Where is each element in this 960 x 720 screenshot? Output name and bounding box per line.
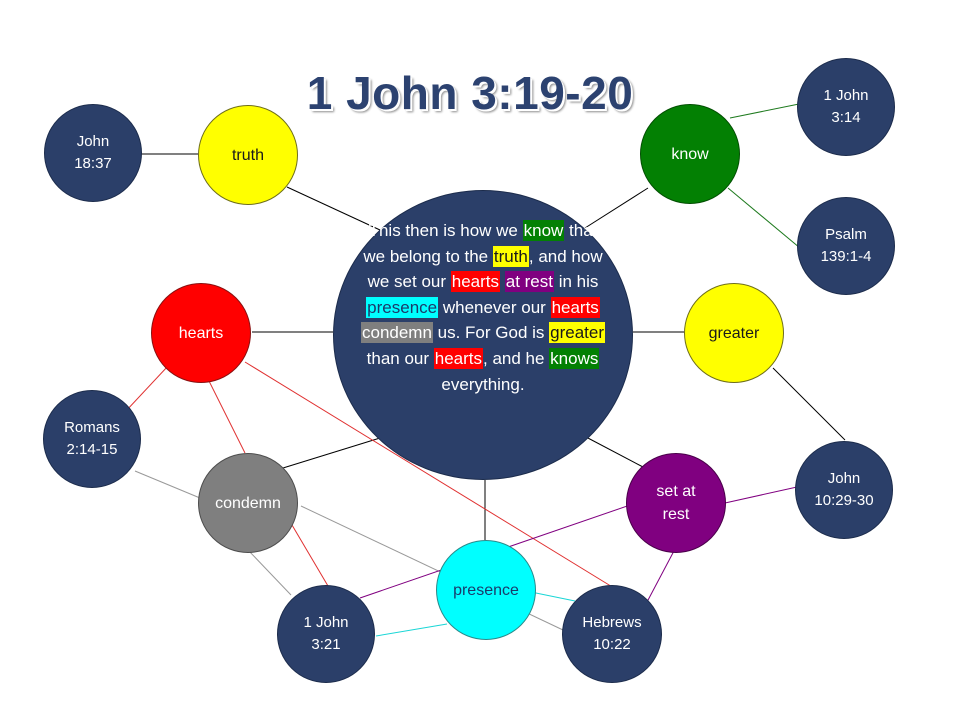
keyword-label: know bbox=[671, 145, 709, 163]
keyword-node-condemn: condemn bbox=[198, 453, 298, 553]
highlight-greater: greater bbox=[549, 322, 605, 344]
ref-node-hebrews-10: Hebrews 10:22 bbox=[562, 585, 662, 683]
keyword-node-truth: truth bbox=[198, 105, 298, 205]
edge-condemn-1john-3-21 bbox=[291, 524, 329, 587]
edge-greater-john-10 bbox=[772, 367, 846, 441]
passage-segment: in his bbox=[553, 272, 599, 292]
keyword-label: set at rest bbox=[656, 483, 696, 523]
passage-segment: us. For God is bbox=[432, 323, 550, 343]
highlight-know: knows bbox=[549, 347, 600, 369]
ref-node-john-18-37: John 18:37 bbox=[44, 104, 142, 202]
edge-rest-hebrews bbox=[646, 548, 676, 603]
passage-segment: that we belong to the bbox=[363, 221, 598, 266]
highlight-condemn: condemn bbox=[360, 322, 433, 344]
edge-center-truth bbox=[286, 186, 381, 231]
edge-presence-1john-3-21 bbox=[375, 623, 448, 637]
edge-hearts-condemn bbox=[205, 374, 246, 454]
ref-label: John 10:29-30 bbox=[814, 470, 874, 509]
keyword-label: presence bbox=[453, 581, 519, 599]
edge-hearts-hebrews bbox=[244, 361, 615, 589]
edge-center-know bbox=[584, 187, 649, 229]
keyword-node-hearts: hearts bbox=[151, 283, 251, 383]
edge-hearts-romans bbox=[124, 365, 169, 413]
passage-text: This then is how we know that we belong … bbox=[358, 218, 608, 397]
edge-center-rest bbox=[585, 436, 644, 468]
passage-segment: than our bbox=[366, 348, 434, 368]
highlight-know: know bbox=[522, 220, 565, 241]
keyword-label: hearts bbox=[178, 324, 224, 342]
ref-label: 1 John 3:21 bbox=[303, 614, 349, 653]
keyword-node-greater: greater bbox=[684, 283, 784, 383]
edge-know-1john-3-14 bbox=[729, 103, 800, 119]
ref-label: Hebrews 10:22 bbox=[582, 614, 642, 653]
edge-center-condemn bbox=[282, 437, 381, 469]
passage-segment: , and he bbox=[483, 348, 550, 368]
highlight-presence: presence bbox=[366, 296, 439, 318]
edge-romans-condemn bbox=[134, 470, 201, 499]
edge-know-psalm bbox=[727, 187, 801, 249]
passage-segment: whenever our bbox=[438, 297, 551, 317]
ref-node-romans-2: Romans 2:14-15 bbox=[43, 390, 141, 488]
highlight-rest: at rest bbox=[504, 271, 554, 293]
passage-segment: This then is how we bbox=[368, 221, 523, 240]
keyword-node-set-at-rest: set at rest bbox=[626, 453, 726, 553]
highlight-hearts: hearts bbox=[550, 296, 600, 318]
ref-node-john-10: John 10:29-30 bbox=[795, 441, 893, 539]
edge-condemn-1john-3-21-gray bbox=[247, 549, 292, 596]
ref-node-psalm-139: Psalm 139:1-4 bbox=[797, 197, 895, 295]
ref-node-1john-3-21: 1 John 3:21 bbox=[277, 585, 375, 683]
ref-node-1john-3-14: 1 John 3:14 bbox=[797, 58, 895, 156]
passage-segment: , and how we set our bbox=[367, 246, 603, 292]
edge-rest-john-10 bbox=[724, 486, 798, 504]
keyword-label: truth bbox=[231, 146, 264, 164]
highlight-hearts: hearts bbox=[433, 347, 483, 369]
ref-label: 1 John 3:14 bbox=[823, 87, 869, 126]
highlight-hearts: hearts bbox=[450, 271, 500, 293]
keyword-node-know: know bbox=[640, 104, 740, 204]
diagram-title: 1 John 3:19-20 bbox=[306, 67, 634, 119]
edge-presence-hebrews bbox=[530, 591, 576, 602]
keyword-node-presence: presence bbox=[436, 540, 536, 640]
passage-segment: everything. bbox=[441, 374, 525, 394]
highlight-truth: truth bbox=[492, 245, 529, 267]
ref-label: John 18:37 bbox=[74, 133, 112, 172]
keyword-label: condemn bbox=[215, 494, 281, 512]
ref-label: Psalm 139:1-4 bbox=[820, 226, 872, 265]
ref-label: Romans 2:14-15 bbox=[64, 419, 120, 458]
keyword-label: greater bbox=[708, 324, 760, 342]
